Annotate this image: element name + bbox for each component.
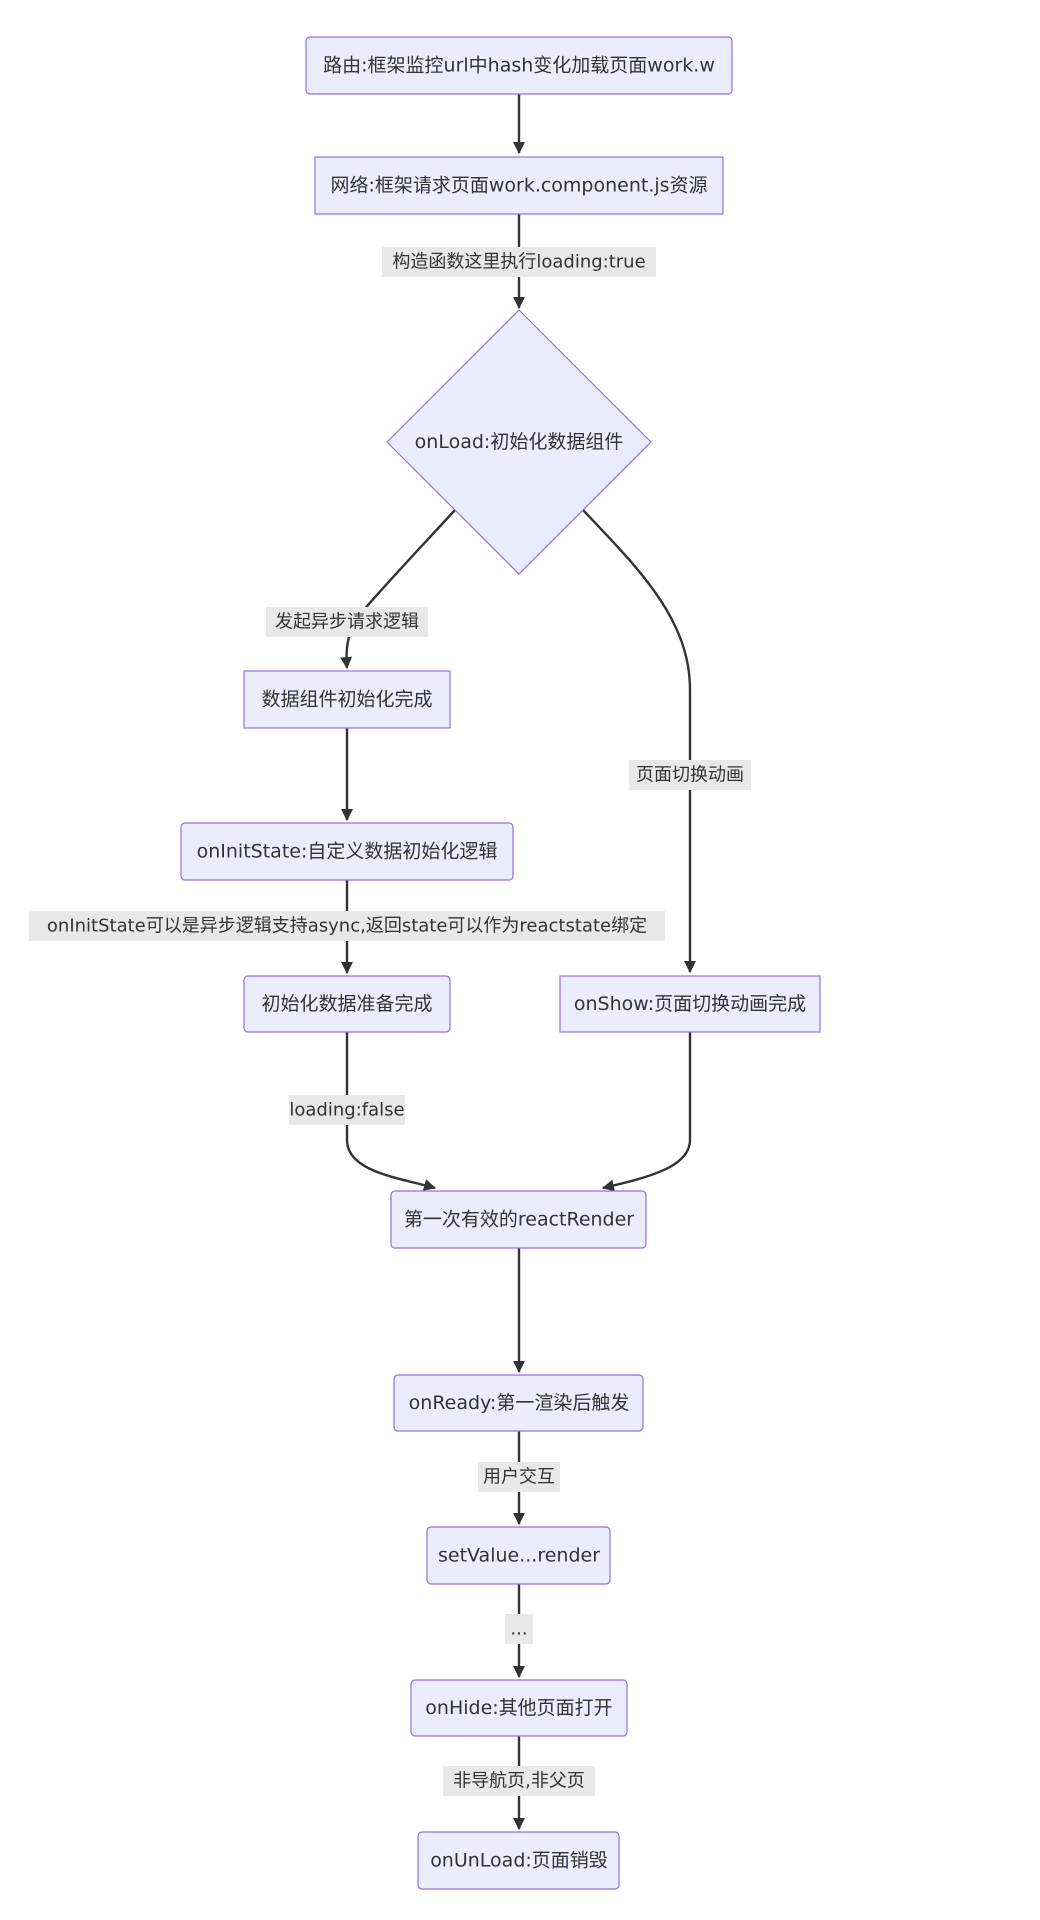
node-onload-label: onLoad:初始化数据组件 <box>415 431 624 453</box>
edge-label-user-interaction-text: 用户交互 <box>483 1467 555 1488</box>
edge-init-ready-to-first-render <box>345 1032 436 1191</box>
edge-label-oninitstate-note: onInitState可以是异步逻辑支持async,返回state可以作为rea… <box>29 911 665 941</box>
node-network-label: 网络:框架请求页面work.component.js资源 <box>330 175 707 197</box>
edge-label-loading-false-text: loading:false <box>289 1100 404 1121</box>
node-data-init-done: 数据组件初始化完成 <box>243 670 451 729</box>
edge-onload-to-data-init <box>340 509 456 669</box>
node-network: 网络:框架请求页面work.component.js资源 <box>314 156 724 215</box>
node-init-data-ready-label: 初始化数据准备完成 <box>261 993 432 1015</box>
edge-label-not-nav-page-text: 非导航页,非父页 <box>453 1771 585 1792</box>
node-setvalue-label: setValue...render <box>438 1545 600 1567</box>
edge-label-loading-false: loading:false <box>289 1095 405 1125</box>
edge-label-ellipsis-text: ... <box>510 1619 527 1640</box>
edge-label-not-nav-page: 非导航页,非父页 <box>443 1766 595 1796</box>
node-onload-decision: onLoad:初始化数据组件 <box>386 309 652 575</box>
edge-label-ellipsis: ... <box>505 1614 533 1644</box>
node-onshow: onShow:页面切换动画完成 <box>559 975 821 1033</box>
node-onhide-label: onHide:其他页面打开 <box>425 1697 612 1719</box>
node-first-render: 第一次有效的reactRender <box>390 1190 647 1249</box>
edge-label-async-request-text: 发起异步请求逻辑 <box>275 612 419 633</box>
node-onshow-label: onShow:页面切换动画完成 <box>574 993 806 1015</box>
node-route-label: 路由:框架监控url中hash变化加载页面work.w <box>323 55 715 77</box>
node-onhide: onHide:其他页面打开 <box>410 1679 628 1737</box>
node-onready: onReady:第一渲染后触发 <box>393 1374 644 1432</box>
edge-label-constructor-text: 构造函数这里执行loading:true <box>392 252 645 273</box>
node-first-render-label: 第一次有效的reactRender <box>404 1209 634 1231</box>
node-onready-label: onReady:第一渲染后触发 <box>409 1392 630 1414</box>
node-data-init-done-label: 数据组件初始化完成 <box>261 689 432 711</box>
edge-label-oninitstate-note-text: onInitState可以是异步逻辑支持async,返回state可以作为rea… <box>47 916 647 937</box>
edge-label-async-request: 发起异步请求逻辑 <box>266 607 428 637</box>
node-route: 路由:框架监控url中hash变化加载页面work.w <box>305 36 733 95</box>
edge-label-page-switch: 页面切换动画 <box>629 760 751 790</box>
edge-label-user-interaction: 用户交互 <box>478 1462 560 1492</box>
edge-onload-to-onshow <box>582 509 696 973</box>
edge-onshow-to-first-render <box>602 1032 692 1192</box>
node-oninitstate-label: onInitState:自定义数据初始化逻辑 <box>197 841 498 863</box>
edge-label-constructor: 构造函数这里执行loading:true <box>382 247 656 277</box>
node-oninitstate: onInitState:自定义数据初始化逻辑 <box>180 822 514 881</box>
node-onunload: onUnLoad:页面销毁 <box>417 1831 620 1890</box>
node-onunload-label: onUnLoad:页面销毁 <box>430 1850 608 1872</box>
node-init-data-ready: 初始化数据准备完成 <box>243 975 451 1033</box>
node-setvalue: setValue...render <box>426 1526 611 1585</box>
edge-label-page-switch-text: 页面切换动画 <box>636 765 744 786</box>
